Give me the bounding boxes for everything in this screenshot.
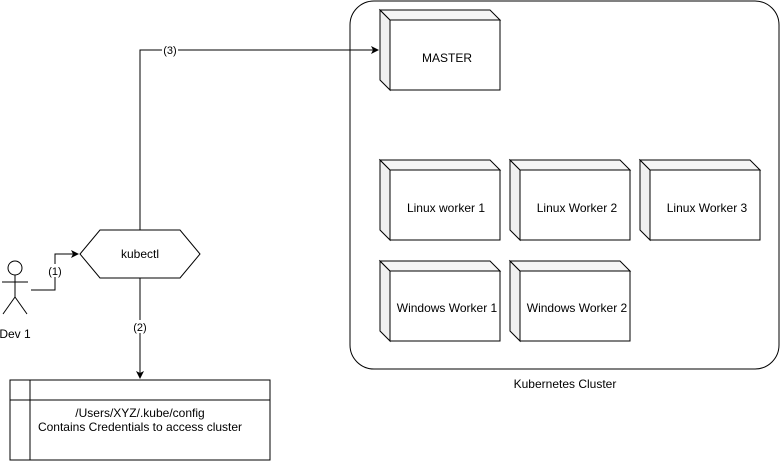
- windows-worker-1-node[interactable]: Windows Worker 1: [378, 259, 502, 343]
- windows-worker-1-label: Windows Worker 1: [397, 301, 498, 315]
- windows-worker-2-label: Windows Worker 2: [527, 301, 628, 315]
- edge-kubectl-to-master[interactable]: [139, 46, 379, 230]
- linux-worker-2-label: Linux Worker 2: [537, 201, 618, 215]
- edge-3-label: (3): [163, 45, 176, 57]
- kubectl-node[interactable]: kubectl: [79, 229, 201, 279]
- windows-worker-2-node[interactable]: Windows Worker 2: [508, 259, 632, 343]
- kubectl-label: kubectl: [121, 247, 159, 261]
- dev-actor-label: Dev 1: [0, 327, 31, 341]
- edge-1-label: (1): [48, 266, 61, 278]
- master-label: MASTER: [422, 51, 472, 65]
- cluster-label: Kubernetes Cluster: [514, 377, 617, 391]
- edge-2-label: (2): [133, 322, 146, 334]
- master-node[interactable]: MASTER: [378, 8, 502, 92]
- config-description-text: Contains Credentials to access cluster: [38, 420, 242, 434]
- dev-actor-icon[interactable]: [2, 260, 28, 315]
- linux-worker-1-node[interactable]: Linux worker 1: [378, 158, 502, 242]
- linux-worker-1-label: Linux worker 1: [407, 201, 485, 215]
- kube-config-file[interactable]: /Users/XYZ/.kube/config Contains Credent…: [9, 379, 271, 461]
- linux-worker-2-node[interactable]: Linux Worker 2: [508, 158, 632, 242]
- linux-worker-3-label: Linux Worker 3: [667, 201, 748, 215]
- linux-worker-3-node[interactable]: Linux Worker 3: [638, 158, 762, 242]
- config-path-text: /Users/XYZ/.kube/config: [75, 406, 204, 420]
